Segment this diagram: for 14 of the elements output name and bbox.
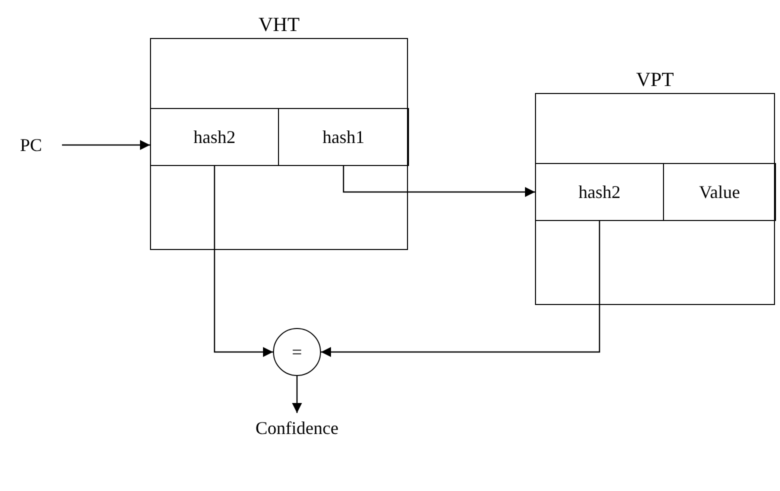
arrow xyxy=(342,166,535,197)
input-label: PC xyxy=(8,130,54,160)
table-cell: Value xyxy=(663,163,776,221)
table-title: VHT xyxy=(257,13,301,37)
arrow xyxy=(214,166,273,357)
output-label: Confidence xyxy=(247,413,347,443)
arrow xyxy=(292,376,302,413)
table-cell: hash2 xyxy=(150,108,279,166)
arrow xyxy=(62,140,150,150)
table-title: VPT xyxy=(635,68,675,92)
comparator-circle: = xyxy=(273,328,321,376)
table-cell: hash2 xyxy=(535,163,664,221)
arrow xyxy=(321,221,600,357)
table-cell: hash1 xyxy=(278,108,409,166)
